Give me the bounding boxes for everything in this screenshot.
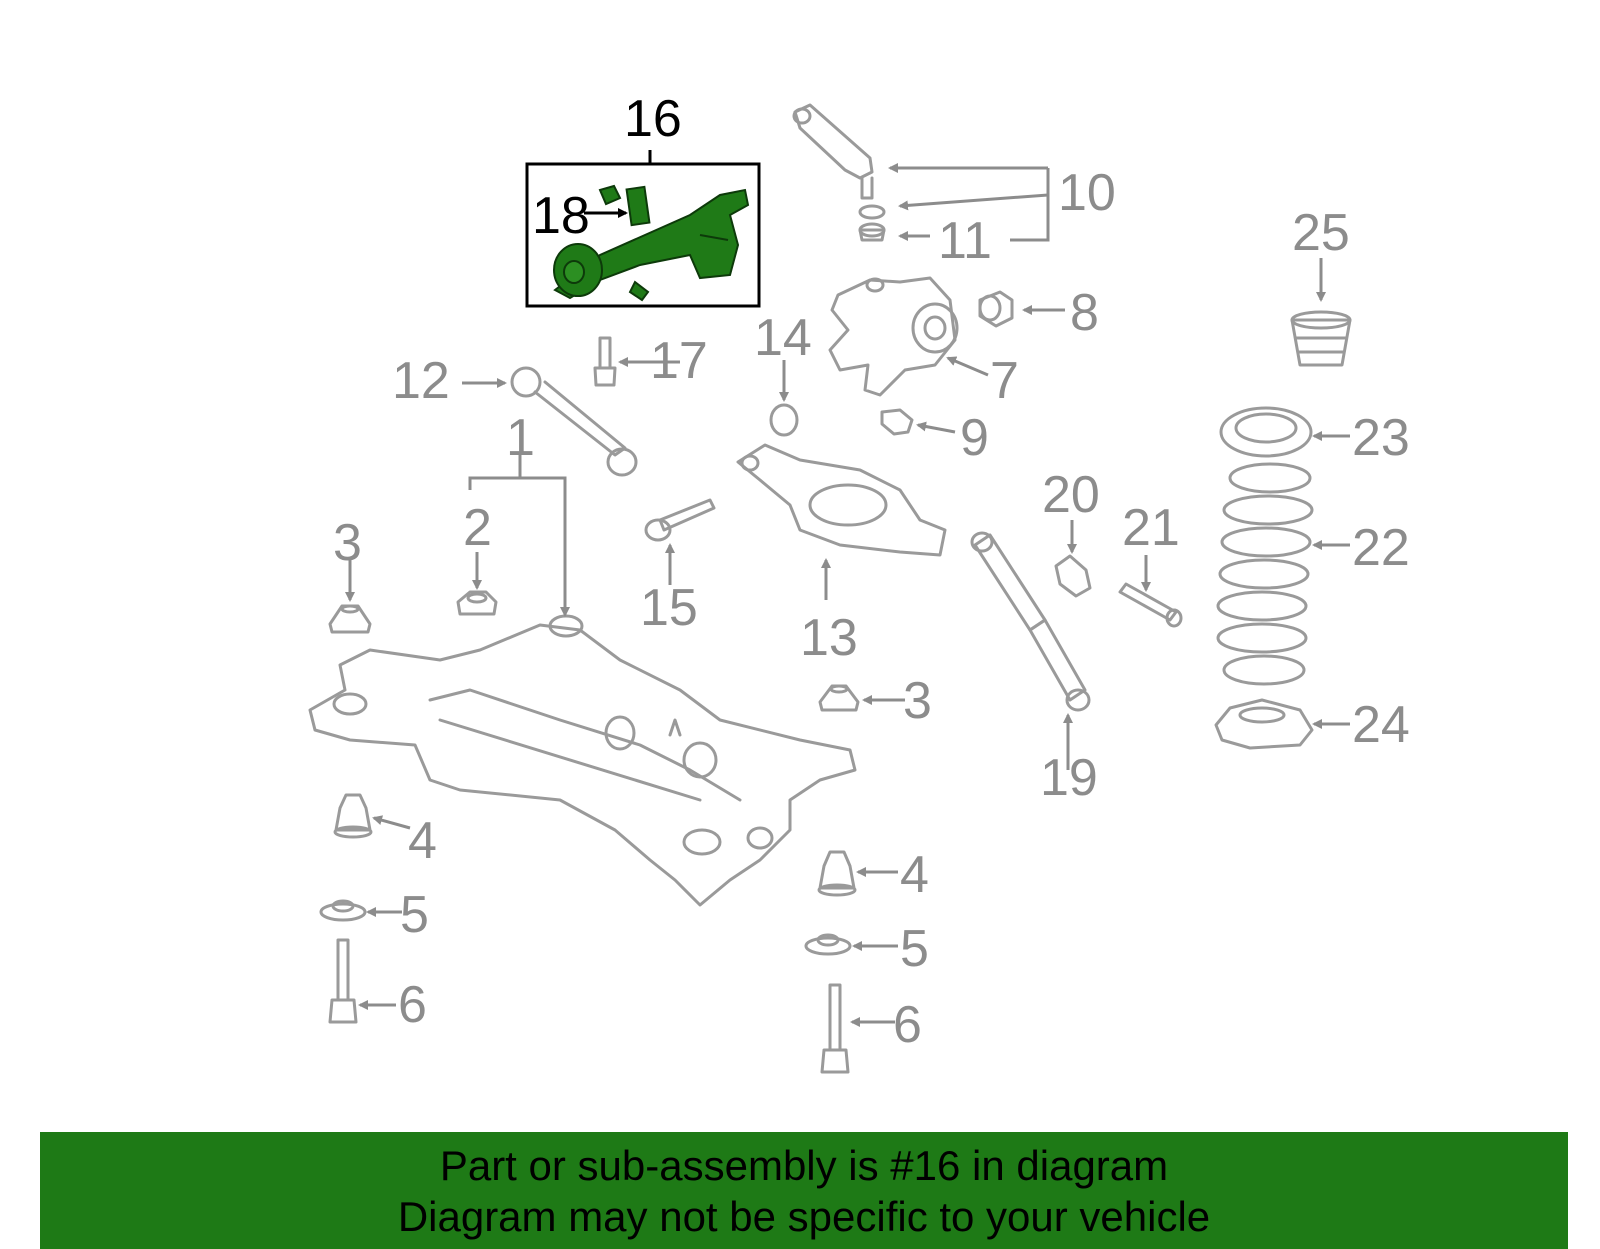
banner-line-2: Diagram may not be specific to your vehi… [397, 1192, 1211, 1240]
part-3-mount-left [328, 604, 372, 634]
part-6-bolt-right [820, 983, 850, 1074]
callout-3-left: 3 [333, 514, 362, 572]
callout-18: 18 [532, 187, 590, 245]
part-16-upper-arm-highlight[interactable] [525, 162, 761, 308]
part-5-washer-right [804, 933, 852, 956]
callout-19: 19 [1040, 749, 1098, 807]
callout-12: 12 [392, 352, 450, 410]
callout-20: 20 [1042, 466, 1100, 524]
callout-22: 22 [1352, 519, 1410, 577]
callout-3-right: 3 [903, 672, 932, 730]
callout-10: 10 [1058, 164, 1116, 222]
banner-line-1: Part or sub-assembly is #16 in diagram [439, 1141, 1169, 1189]
callout-5-right: 5 [900, 920, 929, 978]
part-3-mount-right [818, 684, 860, 712]
callout-14: 14 [754, 309, 812, 367]
part-1-subframe [308, 614, 857, 907]
part-2-mount [456, 590, 498, 616]
callout-15: 15 [640, 579, 698, 637]
part-5-washer-left [319, 899, 367, 922]
part-6-bolt-left [328, 938, 358, 1024]
callout-5-left: 5 [400, 886, 429, 944]
part-4-bushing-right [817, 850, 857, 897]
part-4-bushing-left [333, 793, 373, 839]
part-23-spring-seat [1219, 406, 1313, 458]
part-13-lower-arm [736, 443, 947, 557]
part-24-lower-seat [1214, 698, 1314, 750]
part-20-bumper [1054, 554, 1092, 598]
part-10-lateral-link [792, 103, 874, 200]
callout-21: 21 [1122, 499, 1180, 557]
callout-23: 23 [1352, 409, 1410, 467]
part-19-shock-absorber [970, 531, 1091, 712]
info-banner: Part or sub-assembly is #16 in diagram D… [40, 1132, 1568, 1249]
callout-8: 8 [1070, 284, 1099, 342]
callout-25: 25 [1292, 204, 1350, 262]
part-11-bushing [858, 204, 886, 242]
callout-17: 17 [650, 332, 708, 390]
callout-6-left: 6 [398, 976, 427, 1034]
part-14-cap [769, 403, 799, 437]
part-22-coil-spring [1216, 462, 1314, 686]
callout-13: 13 [800, 609, 858, 667]
callout-24: 24 [1352, 696, 1410, 754]
part-25-bump-stop [1290, 310, 1352, 367]
callout-4-left: 4 [408, 812, 437, 870]
part-12-link [510, 366, 638, 477]
callout-1: 1 [506, 409, 535, 467]
part-21-bolt [1118, 582, 1183, 628]
part-17-bolt [593, 336, 617, 387]
part-15-bolt [644, 498, 716, 542]
callout-4-right: 4 [900, 846, 929, 904]
callout-9: 9 [960, 409, 989, 467]
callout-11: 11 [938, 212, 992, 270]
part-9-bushing [880, 408, 914, 436]
part-8-bushing [978, 290, 1014, 328]
part-7-knuckle [828, 276, 959, 397]
callout-2: 2 [463, 499, 492, 557]
callout-16: 16 [624, 90, 682, 148]
callout-6-right: 6 [893, 996, 922, 1054]
callout-7: 7 [990, 352, 1019, 410]
